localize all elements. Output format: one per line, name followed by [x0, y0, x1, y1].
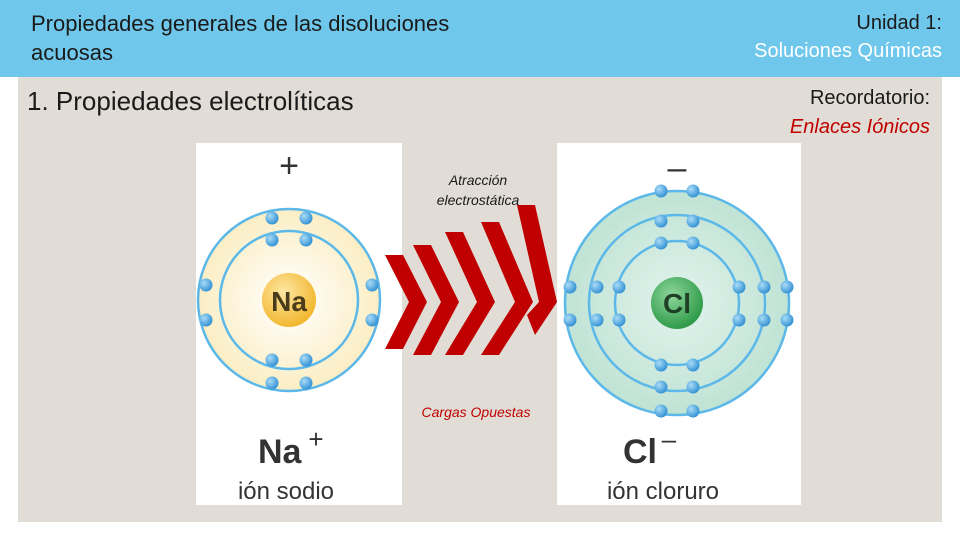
- sodium-electrons: [199, 211, 379, 390]
- electron: [654, 236, 668, 250]
- chlorine-ion-charge: –: [662, 424, 677, 454]
- electron: [199, 313, 213, 327]
- electron: [563, 280, 577, 294]
- electron: [654, 214, 668, 228]
- electron: [563, 313, 577, 327]
- chlorine-outer-orbit: [563, 189, 791, 417]
- sodium-inner-orbit: [218, 229, 360, 371]
- attraction-chevron: [481, 222, 533, 355]
- chlorine-ion-formula: Cl: [623, 433, 657, 471]
- electron: [612, 313, 626, 327]
- sodium-ion-charge: +: [308, 424, 323, 454]
- electron: [686, 358, 700, 372]
- electron: [732, 313, 746, 327]
- sodium-nucleus: [262, 273, 316, 327]
- reminder-topic: Enlaces Iónicos: [789, 116, 930, 138]
- electron: [365, 278, 379, 292]
- electron: [654, 358, 668, 372]
- sodium-atom-diagram: Na + Na + ión sodio: [196, 147, 382, 505]
- opposite-charges-label: Cargas Opuestas: [421, 404, 531, 420]
- reminder-label: Recordatorio:: [809, 87, 930, 109]
- electron: [265, 353, 279, 367]
- sodium-ion-formula: Na: [258, 433, 303, 471]
- electron: [654, 380, 668, 394]
- electron: [654, 404, 668, 418]
- attraction-chevron: [385, 255, 427, 349]
- chlorine-ion-name: ión cloruro: [607, 478, 719, 505]
- chlorine-nucleus: [651, 277, 703, 329]
- electron: [590, 280, 604, 294]
- electron: [757, 313, 771, 327]
- electron: [299, 211, 313, 225]
- electron: [299, 353, 313, 367]
- electron: [365, 313, 379, 327]
- electron: [299, 233, 313, 247]
- electron: [612, 280, 626, 294]
- attraction-arrows: [385, 205, 557, 355]
- attraction-chevron: [413, 245, 459, 355]
- section-title: 1. Propiedades electrolíticas: [27, 86, 354, 116]
- sodium-atom-card: Na + Na + ión sodio: [196, 143, 402, 505]
- header-bar: Propiedades generales de las disolucione…: [0, 0, 960, 77]
- electron: [199, 278, 213, 292]
- electron: [780, 313, 794, 327]
- electron: [780, 280, 794, 294]
- chlorine-atom-card: Cl – – Cl: [557, 143, 801, 505]
- sodium-ion-name: ión sodio: [238, 478, 334, 505]
- electron: [686, 380, 700, 394]
- electron: [590, 313, 604, 327]
- electron: [757, 280, 771, 294]
- chlorine-inner-orbit: [613, 239, 741, 367]
- electron: [265, 211, 279, 225]
- electron: [732, 280, 746, 294]
- unit-label: Unidad 1: Soluciones Químicas: [754, 9, 942, 65]
- electron: [265, 233, 279, 247]
- chlorine-nucleus-label: Cl: [663, 288, 691, 319]
- unit-number: Unidad 1:: [856, 12, 942, 34]
- electron: [686, 214, 700, 228]
- electron: [265, 376, 279, 390]
- electron: [686, 404, 700, 418]
- chlorine-charge-symbol: –: [668, 149, 687, 187]
- attraction-chevron: [445, 232, 495, 355]
- chlorine-atom-diagram: Cl – – Cl: [563, 149, 794, 505]
- electron: [299, 376, 313, 390]
- chlorine-electrons: [563, 184, 794, 418]
- unit-name: Soluciones Químicas: [754, 40, 942, 62]
- electron: [686, 236, 700, 250]
- chlorine-middle-orbit: [587, 213, 767, 393]
- attraction-chevron: [517, 205, 557, 335]
- sodium-outer-orbit: [196, 207, 382, 393]
- sodium-nucleus-label: Na: [271, 286, 307, 317]
- electron: [654, 184, 668, 198]
- slide-title: Propiedades generales de las disolucione…: [31, 11, 450, 65]
- sodium-charge-symbol: +: [279, 147, 299, 185]
- attraction-label: Atracción electrostática: [436, 172, 520, 208]
- reminder-note: Recordatorio: Enlaces Iónicos: [790, 84, 930, 142]
- electron: [686, 184, 700, 198]
